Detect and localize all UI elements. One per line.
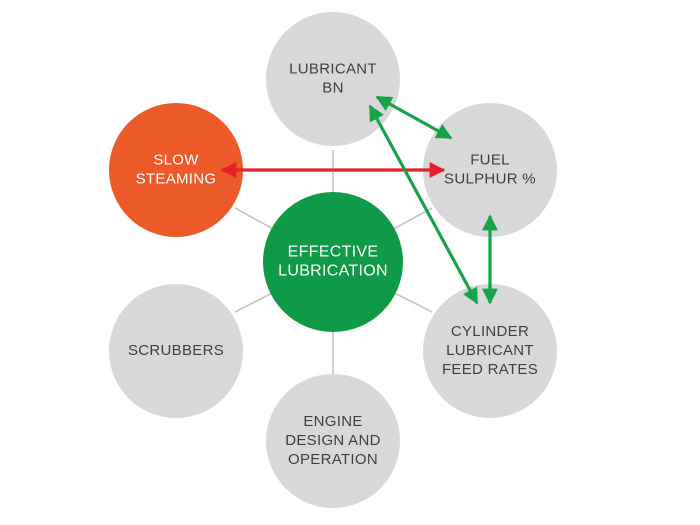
- node-engine-design-label-line: ENGINE: [303, 413, 362, 430]
- node-fuel-sulphur-label-line: FUEL: [470, 151, 510, 168]
- node-cylinder-feed: CYLINDER LUBRICANT FEED RATES: [423, 284, 557, 418]
- factor-nodes: LUBRICANT BN FUEL SULPHUR % CYLINDER LUBRIC…: [109, 12, 557, 508]
- node-cylinder-feed-label-line: FEED RATES: [442, 361, 538, 378]
- node-slow-steaming-circle: [109, 103, 243, 237]
- node-lubricant-bn: LUBRICANT BN: [266, 12, 400, 146]
- node-lubricant-bn-label-line: LUBRICANT: [289, 60, 377, 77]
- node-slow-steaming-label: SLOW STEAMING: [136, 151, 217, 187]
- node-cylinder-feed-label-line: LUBRICANT: [446, 342, 534, 359]
- node-effective-lubrication-label-line: LUBRICATION: [278, 263, 388, 280]
- node-cylinder-feed-label: CYLINDER LUBRICANT FEED RATES: [442, 323, 538, 378]
- node-engine-design-circle: [266, 374, 400, 508]
- node-slow-steaming-label-line: STEAMING: [136, 170, 217, 187]
- node-slow-steaming-label-line: SLOW: [153, 151, 199, 168]
- node-scrubbers-label: SCRUBBERS: [128, 342, 224, 359]
- node-scrubbers: SCRUBBERS: [109, 284, 243, 418]
- node-slow-steaming: SLOW STEAMING: [109, 103, 243, 237]
- arrow-lubricant-bn-to-fuel-sulphur: [375, 95, 453, 140]
- relationship-arrows: [220, 95, 498, 305]
- node-effective-lubrication: EFFECTIVE LUBRICATION: [263, 192, 403, 332]
- node-engine-design: ENGINE DESIGN AND OPERATION: [266, 374, 400, 508]
- center-label: EFFECTIVE LUBRICATION: [278, 244, 388, 280]
- node-engine-design-label-line: OPERATION: [288, 451, 378, 468]
- arrow-lubricant-bn-to-cylinder-feed: [368, 104, 479, 305]
- center-circle: [263, 192, 403, 332]
- node-lubricant-bn-label-line: BN: [322, 79, 343, 96]
- node-cylinder-feed-label-line: CYLINDER: [451, 323, 529, 340]
- node-engine-design-label: ENGINE DESIGN AND OPERATION: [285, 413, 381, 468]
- node-fuel-sulphur-label-line: SULPHUR %: [444, 170, 536, 187]
- node-engine-design-label-line: DESIGN AND: [285, 432, 381, 449]
- node-scrubbers-label-line: SCRUBBERS: [128, 342, 224, 359]
- node-cylinder-feed-circle: [423, 284, 557, 418]
- node-scrubbers-circle: [109, 284, 243, 418]
- node-effective-lubrication-label-line: EFFECTIVE: [288, 244, 379, 261]
- node-lubricant-bn-label: LUBRICANT BN: [289, 60, 377, 96]
- node-lubricant-bn-circle: [266, 12, 400, 146]
